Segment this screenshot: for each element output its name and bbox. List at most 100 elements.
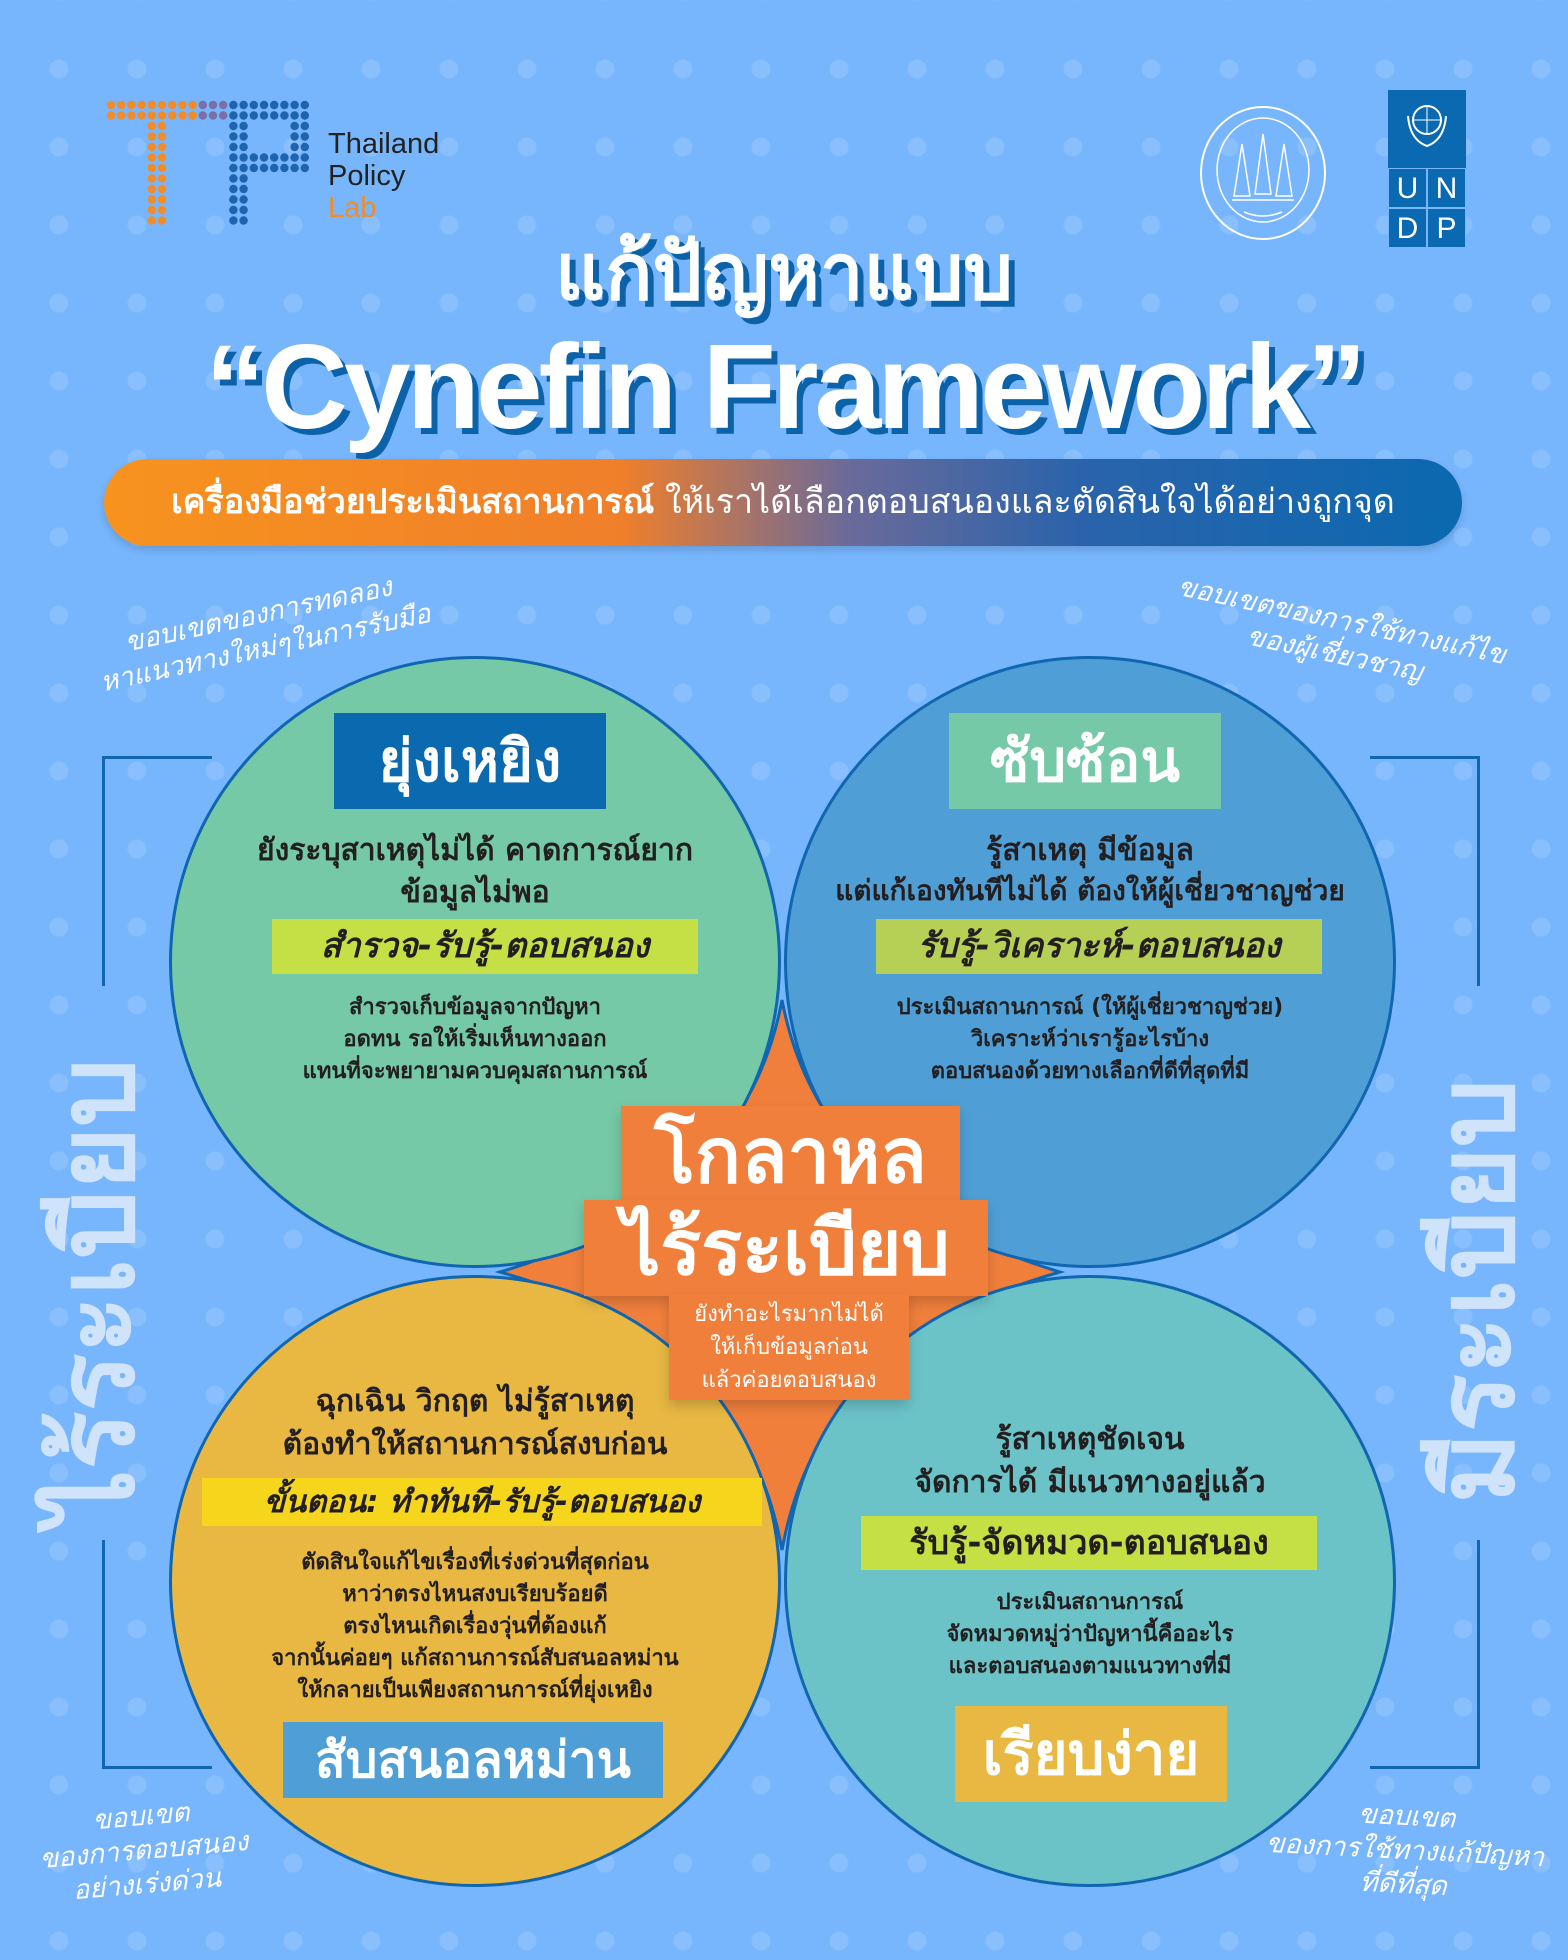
logo-dot: [290, 111, 299, 120]
left-bracket-line: [102, 1540, 105, 1768]
logo-dot: [147, 216, 156, 225]
logo-dot: [157, 132, 167, 141]
domain-steps: ขั้นตอน: ทำทันที-รับรู้-ตอบสนอง: [202, 1478, 762, 1526]
logo-dot: [249, 111, 258, 120]
logo-dot: [219, 111, 228, 120]
logo-dot: [178, 100, 187, 110]
domain-desc: แต่แก้เองทันทีไม่ได้ ต้องให้ผู้เชี่ยวชาญ…: [835, 874, 1345, 907]
logo-dot: [239, 132, 248, 141]
domain-desc: ต้องทำให้สถานการณ์สงบก่อน: [282, 1427, 668, 1462]
logo-dot: [239, 195, 248, 204]
logo-dot: [127, 100, 136, 110]
domain-clear-label: เรียบง่าย: [955, 1706, 1227, 1802]
logo-dot: [249, 153, 258, 162]
logo-dot: [239, 216, 248, 225]
logo-dot: [157, 205, 167, 215]
domain-detail: ตัดสินใจแก้ไขเรื่องที่เร่งด่วนที่สุดก่อน: [301, 1550, 649, 1575]
domain-desc: ยังระบุสาเหตุไม่ได้ คาดการณ์ยาก: [257, 833, 693, 868]
logo-dot: [239, 174, 248, 183]
domain-complex-circle: ยุ่งเหยิง ยังระบุสาเหตุไม่ได้ คาดการณ์ยา…: [169, 656, 781, 1268]
domain-detail: ประเมินสถานการณ์: [996, 1590, 1184, 1615]
logo-dot: [229, 100, 238, 110]
logo-dot: [157, 100, 167, 110]
logo-dot: [157, 184, 167, 194]
logo-dot: [208, 111, 218, 120]
logo-dot: [259, 163, 269, 173]
logo-dot: [229, 163, 238, 173]
logo-dot: [249, 163, 258, 173]
subtitle-banner: เครื่องมือช่วยประเมินสถานการณ์ ให้เราได้…: [104, 459, 1462, 546]
logo-dot: [290, 153, 299, 162]
logo-dot: [147, 174, 156, 183]
logo-dot: [259, 153, 269, 162]
logo-dot: [270, 100, 279, 110]
domain-disorder-details: ยังทำอะไรมากไม่ได้ ให้เก็บข้อมูลก่อน แล้…: [669, 1294, 909, 1400]
logo-dot: [147, 100, 156, 110]
logo-dot: [280, 153, 289, 162]
logo-dot: [178, 111, 187, 120]
subtitle-text: ให้เราได้เลือกตอบสนองและตัดสินใจได้อย่าง…: [654, 482, 1395, 522]
logo-dot: [157, 216, 167, 225]
domain-desc: ฉุกเฉิน วิกฤต ไม่รู้สาเหตุ: [315, 1384, 635, 1419]
left-bracket-line: [102, 756, 105, 986]
logo-dot: [259, 100, 269, 110]
logo-dot: [229, 132, 238, 141]
logo-dot: [239, 121, 248, 131]
logo-dot: [168, 111, 177, 120]
logo-dot: [290, 142, 299, 152]
logo-dot: [239, 111, 248, 120]
logo-dot: [300, 121, 309, 131]
logo-dot: [219, 100, 228, 110]
logo-dot: [168, 100, 177, 110]
logo-dot: [300, 153, 309, 162]
logo-dot: [270, 153, 279, 162]
logo-dot: [239, 142, 248, 152]
domain-detail: ตรงไหนเกิดเรื่องวุ่นที่ต้องแก้: [343, 1614, 607, 1639]
domain-detail: ยังทำอะไรมากไม่ได้: [694, 1302, 884, 1327]
logo-dot: [290, 132, 299, 141]
logo-dot: [157, 163, 167, 173]
left-bracket-top: [102, 756, 212, 759]
domain-detail: ตอบสนองด้วยทางเลือกที่ดีที่สุดที่มี: [930, 1059, 1250, 1084]
logo-dot: [157, 121, 167, 131]
domain-complicated-label: ซับซ้อน: [949, 713, 1221, 809]
logo-dot: [157, 195, 167, 204]
logo-dot: [300, 111, 309, 120]
logo-dot: [157, 153, 167, 162]
logo-dot: [147, 184, 156, 194]
logo-dot: [157, 174, 167, 183]
logo-dot: [188, 111, 197, 120]
undp-letter: D: [1388, 208, 1427, 248]
logo-dot: [239, 153, 248, 162]
logo-dot: [188, 100, 197, 110]
logo-dot: [147, 132, 156, 141]
logo-dot: [117, 100, 126, 110]
logo-dot: [280, 163, 289, 173]
logo-line: Thailand: [328, 128, 440, 160]
domain-detail: แล้วค่อยตอบสนอง: [701, 1368, 877, 1393]
domain-detail: ให้เก็บข้อมูลก่อน: [710, 1335, 868, 1360]
logo-dot: [229, 153, 238, 162]
domain-disorder-label-2: ไร้ระเบียบ: [584, 1200, 988, 1296]
title-thai: แก้ปัญหาแบบ: [555, 228, 1013, 316]
left-bracket-bottom: [102, 1766, 212, 1769]
logo-dot: [106, 100, 116, 110]
domain-detail: แทนที่จะพยายามควบคุมสถานการณ์: [302, 1059, 648, 1084]
domain-steps: สำรวจ-รับรู้-ตอบสนอง: [272, 919, 698, 974]
logo-dot: [300, 142, 309, 152]
logo-dot: [198, 100, 207, 110]
logo-dot: [249, 100, 258, 110]
logo-dot: [106, 111, 116, 120]
logo-dot: [229, 174, 238, 183]
logo-dot: [270, 111, 279, 120]
subtitle-bold: เครื่องมือช่วยประเมินสถานการณ์: [171, 482, 655, 522]
domain-detail: จัดหมวดหมู่ว่าปัญหานี้คืออะไร: [946, 1622, 1234, 1647]
logo-dot: [229, 111, 238, 120]
logo-dot: [147, 121, 156, 131]
logo-dot: [229, 195, 238, 204]
logo-dot: [290, 100, 299, 110]
undp-letter: N: [1427, 168, 1466, 208]
logo-dot: [300, 163, 309, 173]
logo-dot: [239, 205, 248, 215]
logo-dot: [147, 205, 156, 215]
